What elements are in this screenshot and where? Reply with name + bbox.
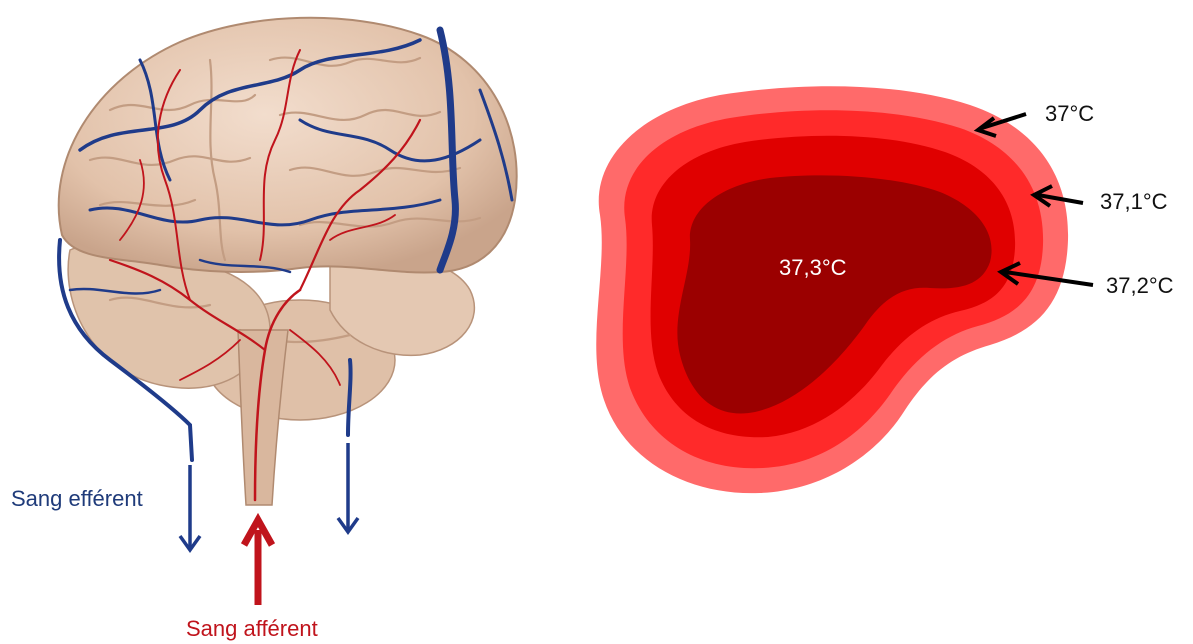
temp-label-37: 37°C [1045, 101, 1094, 127]
efferent-arrow-left [180, 465, 200, 550]
efferent-arrow-right [338, 443, 358, 532]
temp-label-37-1: 37,1°C [1100, 189, 1168, 215]
temp-label-37-2: 37,2°C [1106, 273, 1174, 299]
brain-illustration [59, 18, 517, 505]
efferent-blood-label: Sang efférent [11, 486, 143, 512]
afferent-blood-label: Sang afférent [186, 616, 318, 642]
thermal-map [596, 86, 1068, 493]
temp-label-37-3: 37,3°C [779, 255, 847, 281]
afferent-arrow [244, 520, 272, 605]
